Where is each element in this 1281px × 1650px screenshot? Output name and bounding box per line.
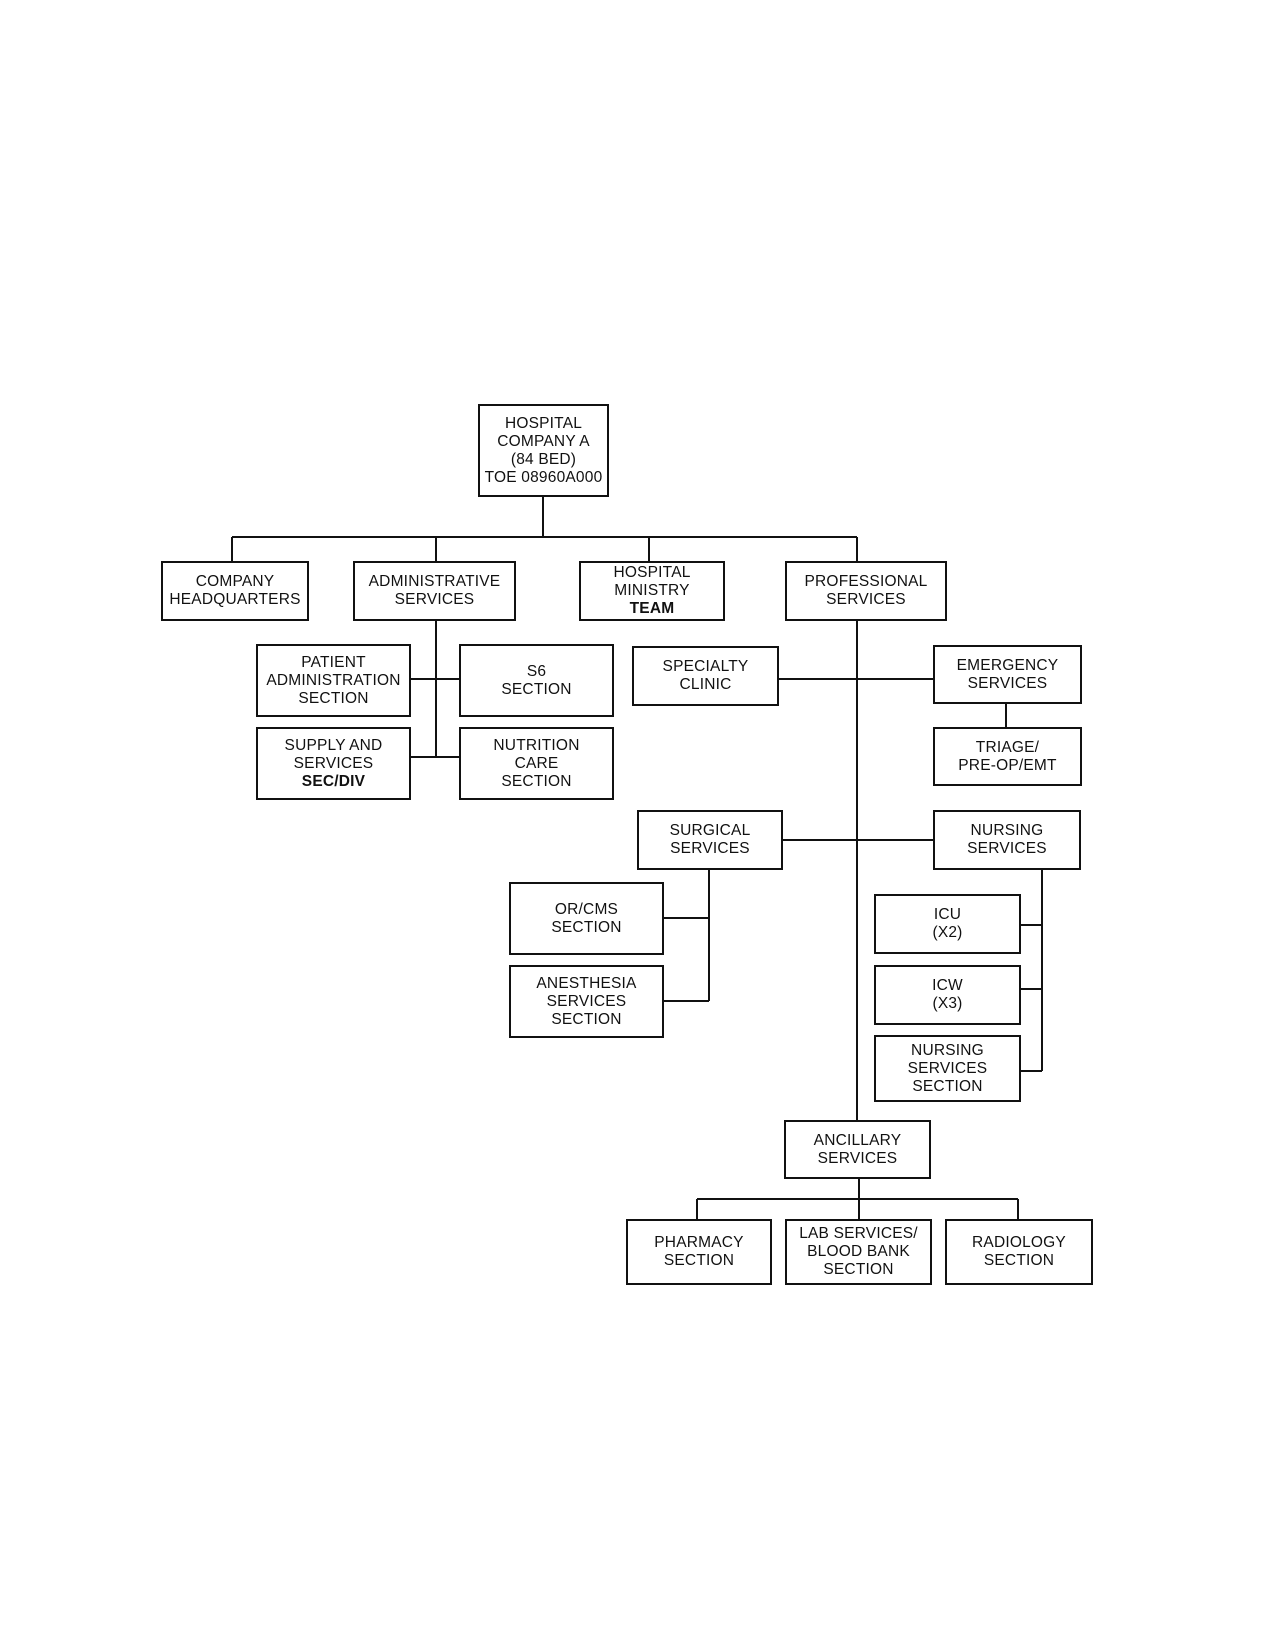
anesthesia-services-section-box: ANESTHESIA SERVICES SECTION	[509, 965, 664, 1038]
box-line: NURSING	[911, 1041, 984, 1059]
box-line: PHARMACY	[654, 1234, 744, 1251]
company-headquarters-box: COMPANY HEADQUARTERS	[161, 561, 309, 621]
box-line: SUPPLY AND	[284, 736, 383, 754]
box-line: TOE 08960A000	[484, 468, 603, 486]
box-line: SECTION	[551, 1010, 622, 1028]
box-line: SERVICES	[546, 992, 627, 1010]
box-line: SECTION	[298, 689, 369, 707]
box-line: OR/CMS	[554, 900, 619, 918]
box-line: ANESTHESIA	[536, 974, 637, 992]
box-line: NUTRITION	[493, 736, 580, 754]
box-line: SERVICES	[394, 591, 475, 608]
box-line: SECTION	[912, 1077, 983, 1095]
nursing-services-box: NURSING SERVICES	[933, 810, 1081, 870]
professional-services-box: PROFESSIONAL SERVICES	[785, 561, 947, 621]
box-line: ADMINISTRATIVE	[368, 573, 501, 590]
box-line: HOSPITAL	[613, 564, 691, 581]
box-line: SERVICES	[907, 1059, 988, 1077]
s6-section-box: S6 SECTION	[459, 644, 614, 717]
box-line: TRIAGE/	[975, 738, 1040, 756]
box-line: PRE-OP/EMT	[958, 756, 1057, 774]
box-line: MINISTRY	[614, 582, 690, 599]
icw-box: ICW (X3)	[874, 965, 1021, 1025]
box-line: TEAM	[629, 600, 675, 617]
nutrition-care-section-box: NUTRITION CARE SECTION	[459, 727, 614, 800]
hospital-ministry-team-box: HOSPITAL MINISTRY TEAM	[579, 561, 725, 621]
box-line: ANCILLARY	[813, 1131, 902, 1149]
box-line: (84 BED)	[510, 450, 577, 468]
box-line: RADIOLOGY	[972, 1234, 1066, 1251]
administrative-services-box: ADMINISTRATIVE SERVICES	[353, 561, 516, 621]
or-cms-section-box: OR/CMS SECTION	[509, 882, 664, 955]
box-line: SECTION	[501, 772, 572, 790]
surgical-services-box: SURGICAL SERVICES	[637, 810, 783, 870]
box-line: COMPANY	[195, 573, 275, 590]
box-line: ICU	[933, 906, 962, 923]
box-line: ICW	[932, 977, 963, 994]
box-line: SEC/DIV	[301, 772, 366, 790]
box-line: CARE	[514, 754, 559, 772]
box-line: SECTION	[823, 1261, 894, 1278]
box-line: SECTION	[501, 680, 572, 698]
box-line: SERVICES	[293, 754, 374, 772]
box-line: (X3)	[932, 995, 963, 1012]
box-line: NURSING	[970, 822, 1044, 839]
ancillary-services-box: ANCILLARY SERVICES	[784, 1120, 931, 1179]
box-line: SECTION	[551, 918, 622, 936]
emergency-services-box: EMERGENCY SERVICES	[933, 645, 1082, 704]
box-line: (X2)	[932, 924, 963, 941]
box-line: SERVICES	[826, 591, 906, 608]
box-line: SERVICES	[967, 840, 1047, 857]
lab-services-box: LAB SERVICES/ BLOOD BANK SECTION	[785, 1219, 932, 1285]
supply-and-services-box: SUPPLY AND SERVICES SEC/DIV	[256, 727, 411, 800]
box-line: CLINIC	[679, 676, 732, 693]
hospital-company-box: HOSPITAL COMPANY A (84 BED) TOE 08960A00…	[478, 404, 609, 497]
box-line: EMERGENCY	[956, 656, 1059, 674]
specialty-clinic-box: SPECIALTY CLINIC	[632, 646, 779, 706]
box-line: S6	[526, 662, 547, 680]
box-line: SERVICES	[967, 674, 1048, 692]
patient-administration-section-box: PATIENT ADMINISTRATION SECTION	[256, 644, 411, 717]
box-line: HEADQUARTERS	[169, 591, 301, 608]
icu-box: ICU (X2)	[874, 894, 1021, 954]
box-line: SECTION	[663, 1252, 735, 1269]
box-line: SERVICES	[670, 840, 750, 857]
pharmacy-section-box: PHARMACY SECTION	[626, 1219, 772, 1285]
box-line: BLOOD BANK	[807, 1243, 910, 1260]
box-line: ADMINISTRATION	[266, 671, 401, 689]
box-line: SERVICES	[817, 1149, 898, 1167]
triage-box: TRIAGE/ PRE-OP/EMT	[933, 727, 1082, 786]
box-line: SURGICAL	[669, 822, 751, 839]
nursing-services-section-box: NURSING SERVICES SECTION	[874, 1035, 1021, 1102]
box-line: HOSPITAL	[504, 414, 583, 432]
radiology-section-box: RADIOLOGY SECTION	[945, 1219, 1093, 1285]
box-line: SPECIALTY	[662, 658, 749, 675]
box-line: COMPANY A	[497, 432, 590, 450]
box-line: PATIENT	[301, 653, 366, 671]
box-line: LAB SERVICES/	[799, 1225, 918, 1242]
box-line: SECTION	[983, 1252, 1055, 1269]
box-line: PROFESSIONAL	[804, 573, 928, 590]
